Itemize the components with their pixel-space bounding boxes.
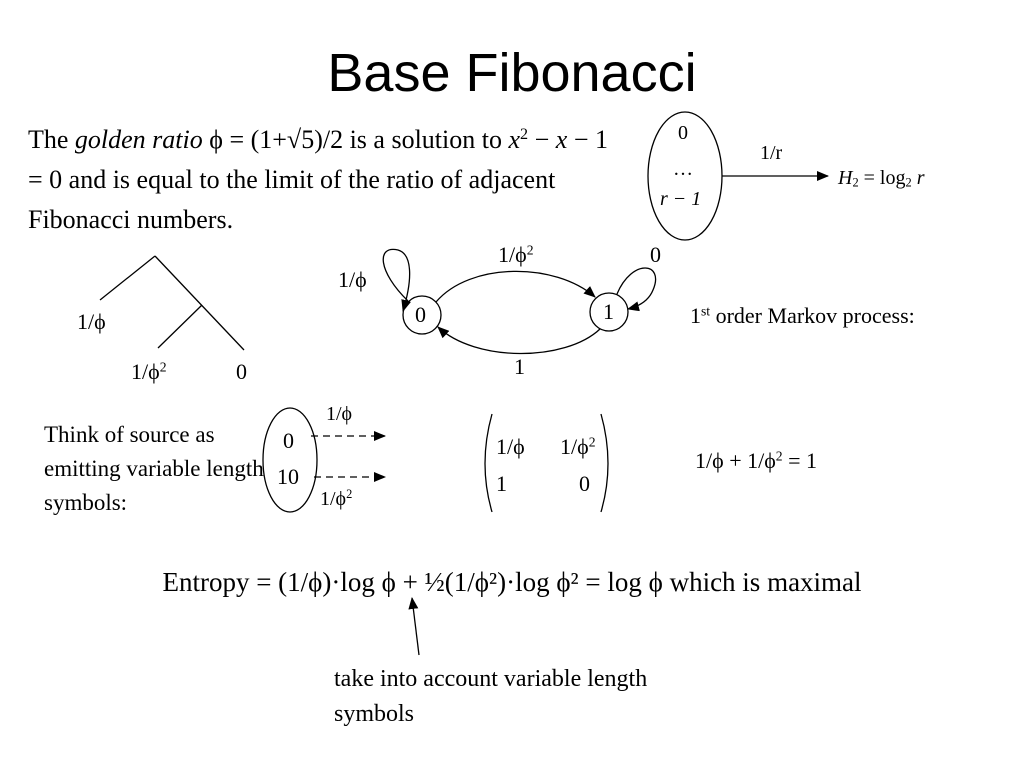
symbol-10: 10 — [277, 464, 299, 489]
source-item-ellipsis: … — [673, 158, 693, 180]
probability-tree — [99, 255, 245, 351]
intro-paragraph: The golden ratio ϕ = (1+√5)/2 is a solut… — [28, 125, 608, 234]
self-loop-0 — [382, 248, 411, 312]
matrix-r1c1: 1/ϕ — [496, 434, 525, 459]
edge-0-1-label: 1/ϕ2 — [498, 242, 534, 267]
symbol-10-prob: 1/ϕ2 — [320, 487, 353, 510]
markov-state-1-node — [589, 292, 629, 332]
uniform-entropy-formula: H2 = log2 r — [838, 167, 925, 190]
matrix-right-bracket — [600, 413, 609, 513]
edge-1-to-0 — [437, 326, 601, 355]
markov-state-1: 1 — [603, 299, 614, 324]
matrix-r2c1: 1 — [496, 471, 507, 496]
tree-bottom-left-label: 1/ϕ2 — [131, 359, 167, 384]
variable-length-text: Think of source as emitting variable len… — [44, 422, 264, 515]
tree-bottom-right-label: 0 — [236, 359, 247, 384]
symbol-0: 0 — [283, 428, 294, 453]
markov-chain — [382, 248, 657, 355]
markov-caption: 1st order Markov process: — [690, 303, 915, 328]
self-loop-1 — [616, 267, 657, 312]
markov-state-0: 0 — [415, 302, 426, 327]
sum-identity: 1/ϕ + 1/ϕ2 = 1 — [695, 448, 818, 473]
markov-state-0-node — [402, 295, 442, 335]
matrix-left-bracket — [484, 413, 493, 513]
entropy-formula: Entropy = (1/ϕ)·log ϕ + ½(1/ϕ²)·log ϕ² =… — [162, 567, 862, 597]
matrix-r1c2: 1/ϕ2 — [560, 434, 596, 459]
self-loop-0-label: 1/ϕ — [338, 267, 367, 292]
note-pointer-arrow — [408, 597, 420, 656]
symbol-0-prob: 1/ϕ — [326, 403, 353, 425]
source-item-last: r − 1 — [660, 188, 702, 210]
edge-1-0-label: 1 — [514, 354, 525, 379]
golden-ratio-term: golden ratio — [74, 125, 203, 154]
matrix-r2c2: 0 — [579, 471, 590, 496]
source-arrow-label: 1/r — [760, 142, 783, 164]
source-item-0: 0 — [678, 122, 688, 144]
self-loop-1-label: 0 — [650, 242, 661, 267]
slide-title: Base Fibonacci — [327, 43, 697, 103]
edge-0-to-1 — [435, 270, 596, 303]
symbol-set-oval — [262, 407, 318, 513]
tree-left-label: 1/ϕ — [77, 309, 106, 334]
variable-length-note: take into account variable length symbol… — [334, 666, 648, 727]
